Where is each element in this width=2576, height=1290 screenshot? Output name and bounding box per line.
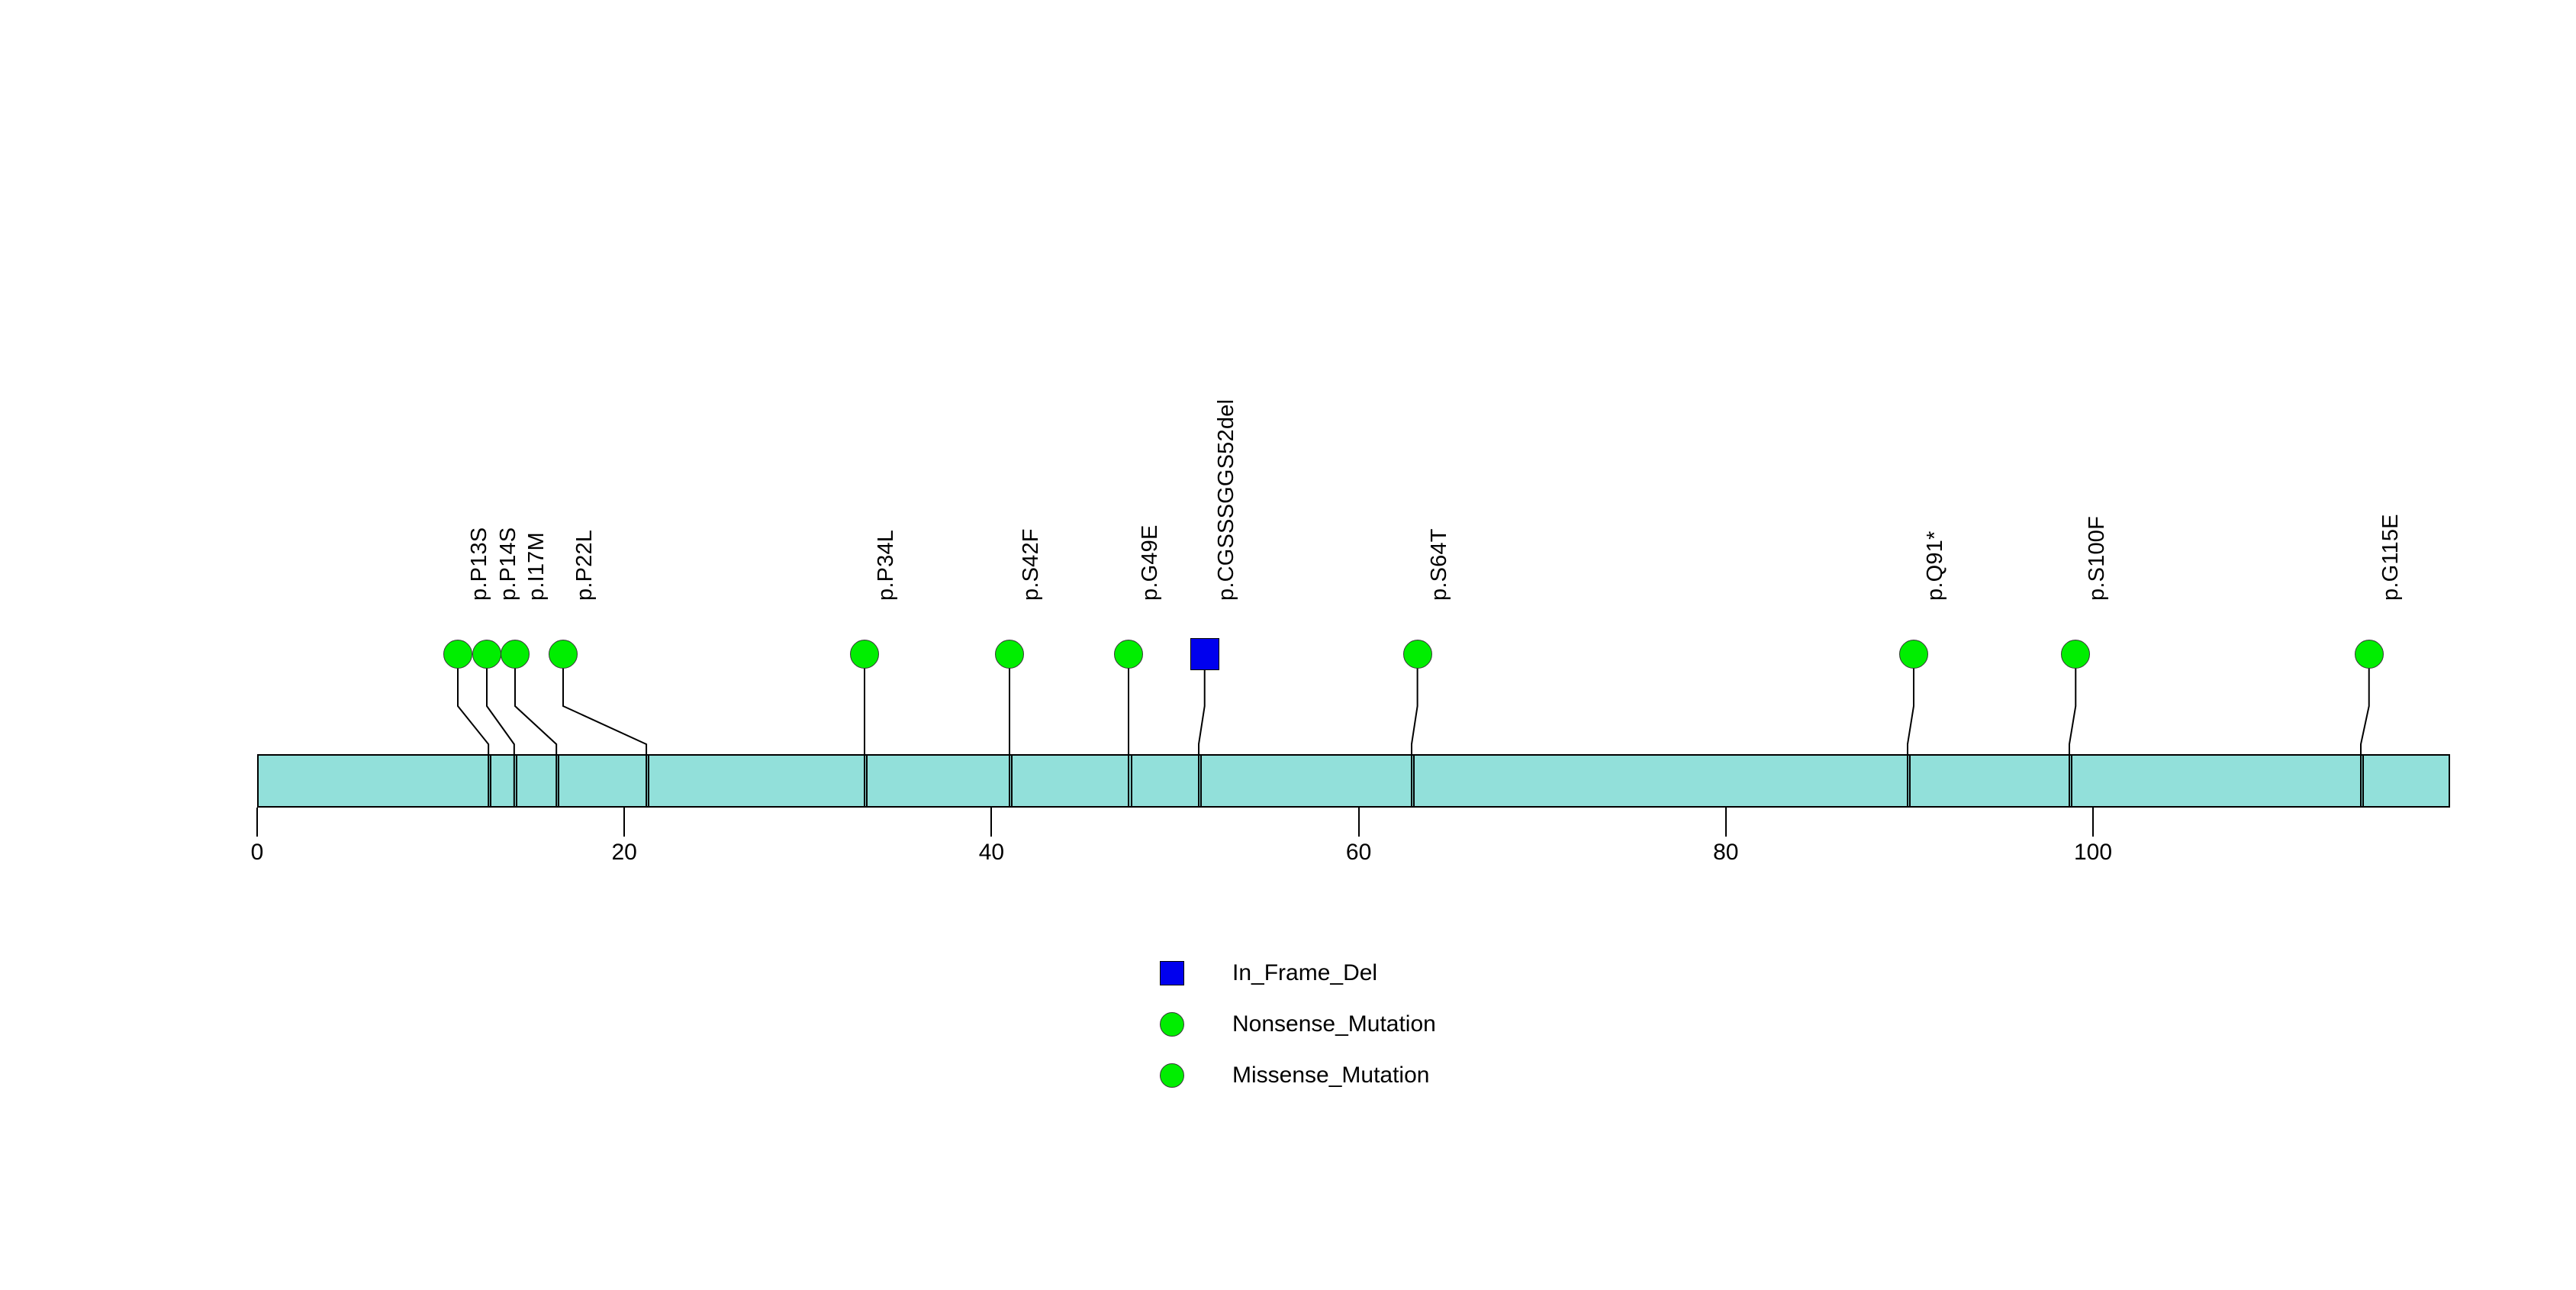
mutation-label: p.G115E <box>2378 514 2403 601</box>
axis-tick-100 <box>2092 808 2094 837</box>
axis-tick-80 <box>1724 808 1727 837</box>
axis-tick-20 <box>623 808 626 837</box>
axis-tick-label-20: 20 <box>611 840 637 865</box>
domain-boundary-1 <box>515 756 517 806</box>
legend-swatch-circle-icon <box>1160 1063 1184 1088</box>
axis-tick-label-0: 0 <box>250 840 264 865</box>
legend-item[interactable]: Missense_Mutation <box>1160 1063 1429 1088</box>
mutation-marker-circle[interactable] <box>850 640 879 669</box>
mutation-label: p.S100F <box>2085 515 2109 601</box>
domain-boundary-5 <box>1011 756 1013 806</box>
mutation-label: p.G49E <box>1138 524 1162 601</box>
domain-boundary-8 <box>1413 756 1415 806</box>
axis-tick-label-80: 80 <box>1713 840 1739 865</box>
mutation-label: p.S42F <box>1019 528 1043 601</box>
legend-swatch-circle-icon <box>1160 1012 1184 1037</box>
mutation-label: p.I17M <box>524 532 549 601</box>
axis-tick-0 <box>256 808 258 837</box>
mutation-label: p.S64T <box>1427 528 1451 601</box>
mutation-label: p.P13S <box>467 527 491 601</box>
domain-boundary-10 <box>2070 756 2072 806</box>
domain-boundary-11 <box>2362 756 2365 806</box>
legend-item[interactable]: In_Frame_Del <box>1160 960 1377 986</box>
axis-tick-60 <box>1357 808 1360 837</box>
mutation-marker-circle[interactable] <box>501 640 530 669</box>
mutation-marker-circle[interactable] <box>443 640 472 669</box>
mutation-marker-circle[interactable] <box>472 640 501 669</box>
mutation-marker-circle[interactable] <box>1403 640 1432 669</box>
domain-boundary-9 <box>1908 756 1911 806</box>
mutation-label: p.P22L <box>572 529 597 601</box>
mutation-marker-circle[interactable] <box>2061 640 2090 669</box>
domain-boundary-3 <box>648 756 650 806</box>
protein-backbone-bar <box>257 754 2450 808</box>
domain-boundary-6 <box>1130 756 1132 806</box>
legend-item[interactable]: Nonsense_Mutation <box>1160 1011 1436 1037</box>
domain-boundary-7 <box>1200 756 1203 806</box>
domain-boundary-4 <box>866 756 868 806</box>
mutation-marker-circle[interactable] <box>1899 640 1928 669</box>
mutation-marker-circle[interactable] <box>2355 640 2384 669</box>
legend-label: In_Frame_Del <box>1232 960 1378 985</box>
axis-tick-label-40: 40 <box>978 840 1005 865</box>
domain-boundary-0 <box>490 756 492 806</box>
mutation-label: p.P34L <box>874 529 898 601</box>
axis-tick-label-100: 100 <box>2073 840 2113 865</box>
mutation-marker-square[interactable] <box>1190 638 1219 670</box>
legend-label: Missense_Mutation <box>1232 1063 1430 1088</box>
axis-tick-40 <box>990 808 993 837</box>
mutation-label: p.P14S <box>496 527 520 601</box>
mutation-marker-circle[interactable] <box>549 640 578 669</box>
mutation-label: p.CGSSSGGS52del <box>1214 398 1238 601</box>
mutation-marker-circle[interactable] <box>1114 640 1143 669</box>
domain-boundary-2 <box>558 756 560 806</box>
legend-label: Nonsense_Mutation <box>1232 1011 1436 1037</box>
mutation-marker-circle[interactable] <box>995 640 1024 669</box>
axis-tick-label-60: 60 <box>1345 840 1372 865</box>
mutation-label: p.Q91* <box>1923 531 1947 601</box>
legend-swatch-square-icon <box>1160 961 1184 985</box>
